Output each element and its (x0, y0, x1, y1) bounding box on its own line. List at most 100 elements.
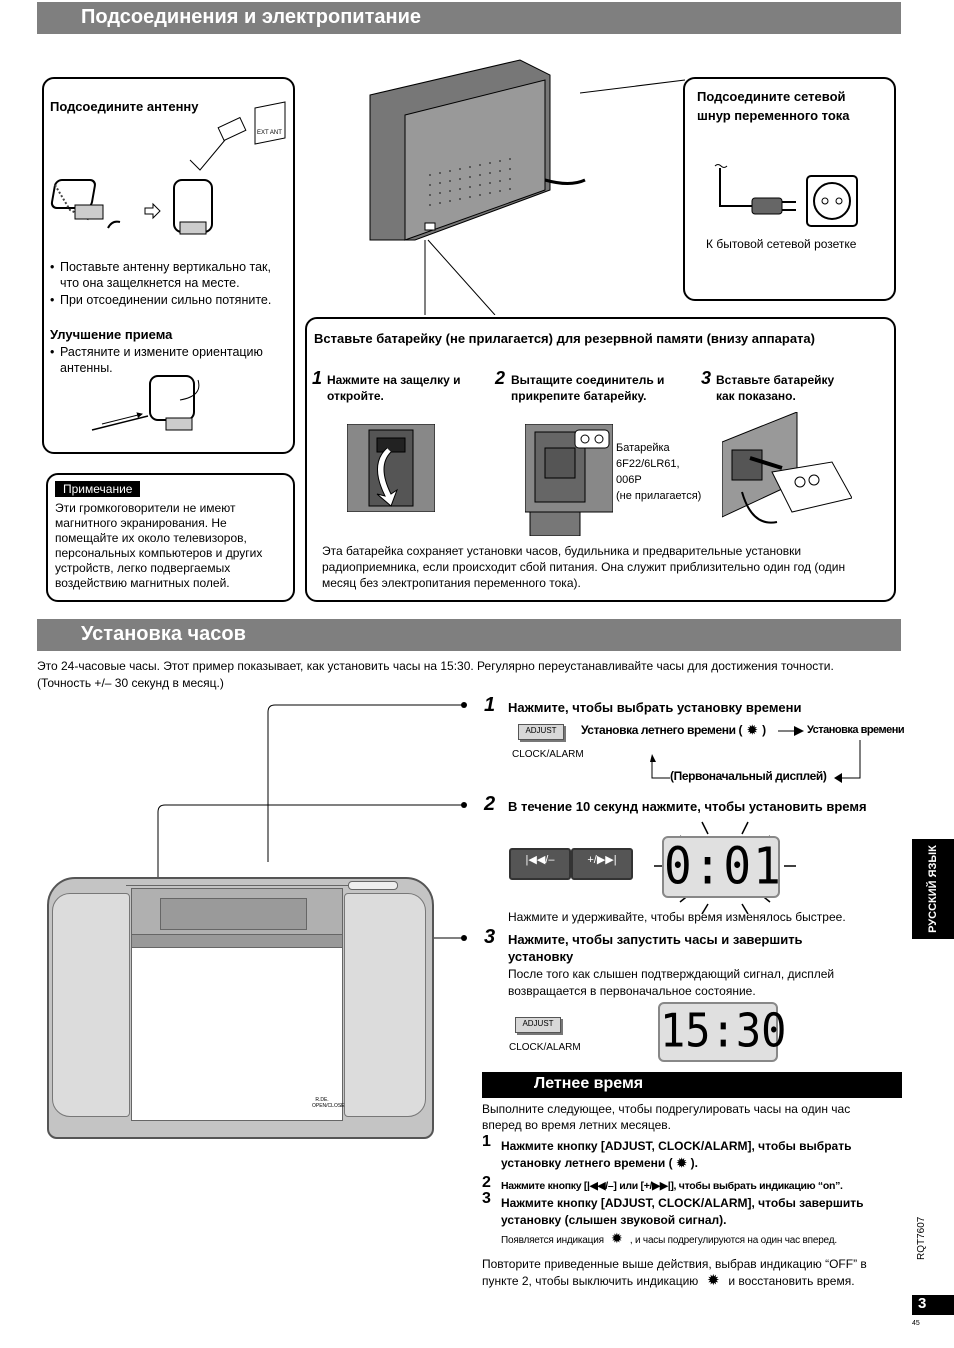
right-speaker (344, 893, 426, 1117)
lcd-time-2: 15:30 (660, 1003, 787, 1058)
battery-label-line2: 6F22/6LR61, (616, 458, 680, 470)
battery-label-line3: 006P (616, 474, 642, 486)
initial-display-label: (Первоначальный дисплей) (670, 769, 827, 783)
doc-code: RQT7607 (916, 1216, 927, 1260)
control-strip (131, 934, 343, 948)
dst-outro-line2: пункте 2, чтобы выключить индикацию ✹ и во… (482, 1273, 855, 1289)
adjust-button[interactable]: ADJUST (518, 724, 564, 740)
time-setting-label: Установка времени (807, 724, 905, 736)
skip-forward-button[interactable]: +/▶▶| (571, 848, 633, 880)
dst-step1-line2-text: установку летнего времени ( (501, 1156, 673, 1170)
antenna-illustration: EXT ANT (50, 101, 286, 235)
section-header-connections: Подсоединения и электропитание (37, 2, 901, 34)
clock-step2-note: Нажмите и удерживайте, чтобы время измен… (508, 910, 846, 924)
battery-step2-text: Вытащите соединитель и прикрепите батаре… (511, 373, 665, 403)
dst-step1-close: ). (690, 1156, 698, 1170)
clock-step3-desc-line1: После того как слышен подтверждающий сиг… (508, 967, 835, 981)
power-caption: К бытовой сетевой розетке (706, 237, 857, 251)
language-tab: РУССКИЙ ЯЗЫК (912, 839, 954, 939)
dst-setting-label: Установка летнего времени ( ✹) (581, 723, 766, 737)
page-sub-number: 45 (912, 1320, 920, 1327)
clock-step3-desc-line2: возвращается в первоначальное состояние. (508, 984, 756, 998)
section-title: Подсоединения и электропитание (81, 6, 422, 28)
clock-step1-number: 1 (484, 694, 496, 716)
reception-illustration (91, 375, 200, 431)
battery-label-line4: (не прилагается) (616, 490, 702, 502)
improve-bullet: Растяните и измените ориентацию антенны. (50, 344, 280, 376)
antenna-title: Подсоедините антенну (50, 99, 199, 114)
battery-title: Вставьте батарейку (не прилагается) для … (314, 331, 815, 346)
lcd-display-final: 15:30 (658, 1002, 787, 1062)
dst-step1-number: 1 (482, 1133, 491, 1150)
clock-step3-number: 3 (484, 926, 496, 948)
dst-outro-line1: Повторите приведенные выше действия, выб… (482, 1257, 867, 1271)
clock-intro-line2: (Точность +/– 30 секунд в месяц.) (37, 676, 224, 690)
battery-step1-text: Нажмите на защелку и откройте. (327, 373, 461, 403)
antenna-bullet-2: При отсоединении сильно потяните. (50, 292, 285, 308)
dst-setting-close: ) (762, 723, 766, 737)
battery-step2-image (525, 424, 613, 536)
dst-step3-number: 3 (482, 1190, 491, 1207)
clock-intro-line1: Это 24-часовые часы. Этот пример показыв… (37, 659, 834, 673)
dst-step3-line2: установку (слышен звуковой сигнал). (501, 1213, 727, 1227)
dst-step2-text: Нажмите кнопку [|◀◀/–] или [+/▶▶|], чтоб… (501, 1180, 843, 1192)
page-number: 3 (912, 1295, 954, 1315)
dst-outro-line2b: и восстановить время. (728, 1274, 855, 1288)
lcd-display-blinking: 0:01 (662, 836, 783, 898)
unit-rear-illustration (369, 59, 586, 315)
sun-icon: ✹ (747, 723, 757, 737)
battery-step1-image (347, 424, 435, 512)
lcd-time-1: 0:01 (664, 836, 783, 896)
dst-intro-line1: Выполните следующее, чтобы подрегулирова… (482, 1102, 851, 1116)
clock-alarm-label-2: CLOCK/ALARM (509, 1042, 581, 1053)
dst-outro-line2a: пункте 2, чтобы выключить индикацию (482, 1274, 699, 1288)
note-label: Примечание (55, 481, 141, 497)
power-panel (683, 77, 896, 301)
power-plug-illustration (714, 164, 858, 227)
volume-knob (348, 881, 398, 890)
cd-door (131, 947, 343, 1121)
dst-setting-text: Установка летнего времени ( (581, 723, 743, 737)
language-tab-label: РУССКИЙ ЯЗЫК (927, 845, 939, 933)
note-text: Эти громкоговорители не имеют магнитного… (55, 501, 263, 590)
ext-ant-label: EXT ANT (257, 130, 282, 136)
dst-header: Летнее время (482, 1072, 902, 1098)
battery-step1-number: 1 (312, 368, 323, 388)
power-title-line2: шнур переменного тока (697, 108, 850, 123)
clock-step2-number: 2 (484, 793, 496, 815)
clock-step3-title-line1: Нажмите, чтобы запустить часы и завершит… (508, 932, 803, 947)
battery-label: Батарейка 6F22/6LR61, 006P (не прилагает… (616, 440, 701, 504)
cycle-arrow (650, 740, 861, 783)
battery-step3-image (722, 412, 852, 524)
clock-step2-title: В течение 10 секунд нажмите, чтобы устан… (508, 799, 867, 814)
section-title: Установка часов (81, 623, 246, 645)
sun-icon: ✹ (707, 1272, 720, 1289)
dst-step1-line2: установку летнего времени (✹). (501, 1155, 698, 1171)
skip-back-button[interactable]: |◀◀/– (509, 848, 571, 880)
sun-icon: ✹ (676, 1156, 687, 1170)
antenna-bullet-1: Поставьте антенну вертикально так, что о… (50, 259, 285, 291)
section-header-clock: Установка часов (37, 619, 901, 651)
dst-step1-line1: Нажмите кнопку [ADJUST, CLOCK/ALARM], чт… (501, 1139, 852, 1153)
cord-connector-line (580, 79, 686, 94)
clock-alarm-label-1: CLOCK/ALARM (512, 749, 584, 760)
improve-title: Улучшение приема (50, 327, 173, 342)
top-buttons (126, 877, 348, 886)
dst-step2-number: 2 (482, 1174, 491, 1191)
battery-step3-number: 3 (701, 368, 712, 388)
power-title-line1: Подсоедините сетевой (697, 89, 846, 104)
dst-step3-line1: Нажмите кнопку [ADJUST, CLOCK/ALARM], чт… (501, 1196, 864, 1210)
dst-intro-line2: вперед во время летних месяцев. (482, 1118, 671, 1132)
sun-icon: ✹ (611, 1230, 623, 1246)
battery-step2-number: 2 (495, 368, 506, 388)
dst-title: Летнее время (534, 1075, 644, 1092)
clock-step3-title-line2: установку (508, 949, 574, 964)
dst-step3-note-a: Появляется индикация (501, 1235, 604, 1246)
battery-info: Эта батарейка сохраняет установки часов,… (322, 544, 846, 590)
adjust-button-2[interactable]: ADJUST (515, 1017, 561, 1033)
left-speaker (52, 893, 130, 1117)
display-window (160, 898, 307, 930)
open-close-label: R.DE. OPEN/CLOSE (312, 1097, 345, 1109)
arrow-right-icon (778, 726, 804, 736)
clock-step1-title: Нажмите, чтобы выбрать установку времени (508, 700, 802, 715)
